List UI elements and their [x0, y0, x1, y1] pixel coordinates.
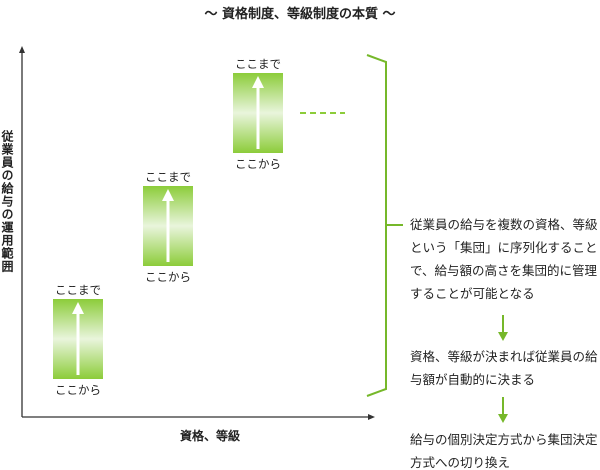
y-axis-label: 従業員の給与の運用範囲: [0, 130, 14, 273]
diagram-title: 〜 資格制度、等級制度の本質 〜: [204, 7, 396, 22]
up-arrow-icon-head: [252, 76, 264, 88]
explanation-2: 資格、等級が決まれば従業員の給与額が自動的に決まる: [410, 349, 598, 387]
flow-arrowhead-1: [498, 332, 508, 341]
range-bottom-label: ここから: [235, 157, 281, 171]
range-top-label: ここまで: [145, 170, 191, 184]
up-arrow-icon-head: [162, 189, 174, 201]
range-top-label: ここまで: [235, 57, 281, 71]
range-bottom-label: ここから: [145, 270, 191, 284]
explanation-3: 給与の個別決定方式から集団決定方式への切り換え: [410, 432, 598, 470]
x-axis-arrowhead: [368, 414, 375, 420]
x-axis-label: 資格、等級: [180, 429, 241, 443]
range-top-label: ここまで: [55, 283, 101, 297]
up-arrow-icon-head: [72, 302, 84, 314]
range-bottom-label: ここから: [55, 383, 101, 397]
y-axis-arrowhead: [19, 46, 25, 53]
flow-arrowhead-2: [498, 414, 508, 423]
explanation-1: 従業員の給与を複数の資格、等級という「集団」に序列化することで、給与額の高さを集…: [410, 217, 598, 301]
